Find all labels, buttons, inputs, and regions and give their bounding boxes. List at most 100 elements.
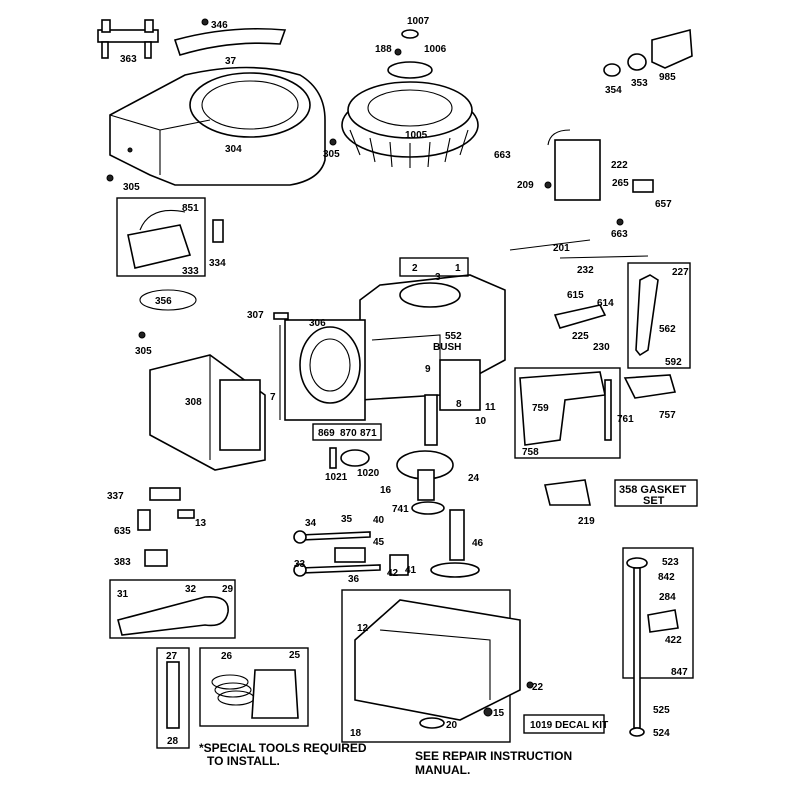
label-26: 26 xyxy=(221,651,233,662)
connecting-rod-32 xyxy=(117,595,229,636)
governor-lever-562 xyxy=(635,274,659,357)
link-201 xyxy=(509,239,591,251)
screw-307 xyxy=(273,312,289,320)
label-27: 27 xyxy=(166,651,178,662)
camshaft-46 xyxy=(430,509,480,578)
label-1021: 1021 xyxy=(325,472,348,483)
label-265: 265 xyxy=(612,178,629,189)
label-35: 35 xyxy=(341,514,353,525)
label-422: 422 xyxy=(665,635,682,646)
dipstick-tube xyxy=(633,567,641,729)
note-repair-manual-line1: SEE REPAIR INSTRUCTION xyxy=(415,749,572,763)
label-201: 201 xyxy=(553,243,570,254)
label-869: 869 xyxy=(318,428,335,439)
box-869-870-871 xyxy=(312,423,382,441)
label-1: 1 xyxy=(455,263,461,274)
starter-cup-1006 xyxy=(387,61,433,79)
label-188: 188 xyxy=(375,44,392,55)
label-12: 12 xyxy=(357,623,369,634)
screw-305-b xyxy=(329,138,337,146)
screw-22 xyxy=(526,681,534,689)
label-663-b: 663 xyxy=(611,229,628,240)
label-358: 358 GASKET xyxy=(619,484,687,496)
box-847 xyxy=(622,547,694,679)
label-334: 334 xyxy=(209,258,226,269)
seal-20 xyxy=(419,717,445,729)
box-1019 xyxy=(523,714,605,734)
label-757: 757 xyxy=(659,410,676,421)
label-304: 304 xyxy=(225,144,242,155)
label-28: 28 xyxy=(167,736,179,747)
label-363: 363 xyxy=(120,54,137,65)
label-230: 230 xyxy=(593,342,610,353)
label-24: 24 xyxy=(468,473,480,484)
label-305-a: 305 xyxy=(123,182,140,193)
label-306: 306 xyxy=(309,318,326,329)
label-29: 29 xyxy=(222,584,234,595)
fitting-13 xyxy=(177,509,195,519)
label-358-set: SET xyxy=(643,495,665,507)
label-2: 2 xyxy=(412,263,418,274)
label-759: 759 xyxy=(532,403,549,414)
label-13: 13 xyxy=(195,518,207,529)
label-7: 7 xyxy=(270,392,276,403)
label-842: 842 xyxy=(658,572,675,583)
screw-188 xyxy=(394,48,402,56)
cylinder-block-1 xyxy=(279,274,506,421)
label-383: 383 xyxy=(114,557,131,568)
screw-334 xyxy=(212,219,224,243)
seal-1020 xyxy=(340,449,370,467)
label-bush: BUSH xyxy=(433,342,461,353)
label-37: 37 xyxy=(225,56,237,67)
label-222: 222 xyxy=(611,160,628,171)
label-3: 3 xyxy=(435,272,441,283)
bracket-759 xyxy=(519,371,606,446)
label-284: 284 xyxy=(659,592,676,603)
governor-219 xyxy=(544,479,591,506)
blower-housing-304 xyxy=(109,66,326,186)
label-16: 16 xyxy=(380,485,392,496)
label-46: 46 xyxy=(472,538,484,549)
label-985: 985 xyxy=(659,72,676,83)
pin-27 xyxy=(166,661,180,729)
fitting-337 xyxy=(149,487,181,501)
label-45: 45 xyxy=(373,537,385,548)
label-1019: 1019 DECAL KIT xyxy=(530,720,608,731)
screw-305-a xyxy=(106,174,114,182)
fitting-383 xyxy=(144,549,168,567)
box-333 xyxy=(116,197,206,277)
label-356: 356 xyxy=(155,296,172,307)
label-346: 346 xyxy=(211,20,228,31)
label-36: 36 xyxy=(348,574,360,585)
label-615: 615 xyxy=(567,290,584,301)
label-305-b: 305 xyxy=(323,149,340,160)
label-305-c: 305 xyxy=(135,346,152,357)
pin-1021 xyxy=(329,447,337,469)
label-353: 353 xyxy=(631,78,648,89)
label-209: 209 xyxy=(517,180,534,191)
control-bracket-222 xyxy=(544,129,654,226)
bracket-422 xyxy=(647,609,679,633)
label-25: 25 xyxy=(289,650,301,661)
label-523: 523 xyxy=(662,557,679,568)
lever-225 xyxy=(553,304,607,329)
box-358 xyxy=(614,479,698,507)
label-870: 870 xyxy=(340,428,357,439)
gear-741 xyxy=(411,501,445,515)
label-41: 41 xyxy=(405,565,417,576)
cap-523 xyxy=(626,557,648,569)
label-42: 42 xyxy=(387,568,399,579)
label-525: 525 xyxy=(653,705,670,716)
label-308: 308 xyxy=(185,397,202,408)
seal-524 xyxy=(629,727,645,737)
breather-8 xyxy=(439,359,481,411)
plug-15 xyxy=(483,707,493,717)
label-761: 761 xyxy=(617,414,634,425)
label-851: 851 xyxy=(182,203,199,214)
label-22: 22 xyxy=(532,682,544,693)
label-18: 18 xyxy=(350,728,362,739)
label-1005: 1005 xyxy=(405,130,428,141)
screw-305-c xyxy=(138,331,146,339)
note-repair-manual-line2: MANUAL. xyxy=(415,763,470,777)
